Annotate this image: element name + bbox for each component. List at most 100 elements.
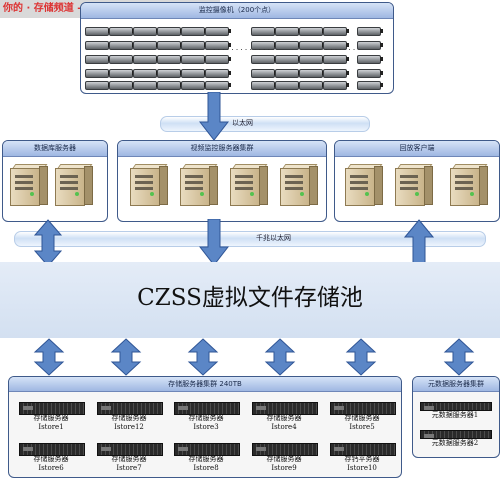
bidirectional-arrow	[187, 338, 219, 376]
camera-icon	[205, 41, 231, 50]
camera-group-title: 监控摄像机（200个点）	[81, 3, 393, 19]
arrow-db-to-pool	[33, 219, 63, 267]
storage-server-rack-icon	[330, 402, 396, 415]
camera-icon	[299, 27, 325, 36]
camera-icon	[181, 69, 207, 78]
camera-icon	[133, 69, 159, 78]
metadata-server-rack-icon	[420, 430, 492, 439]
camera-icon	[275, 27, 301, 36]
server-icon	[280, 164, 318, 206]
camera-icon	[251, 55, 277, 64]
camera-icon	[85, 55, 111, 64]
camera-icon	[357, 55, 383, 64]
camera-icon	[323, 55, 349, 64]
camera-icon	[323, 81, 349, 90]
storage-server-name: 存储服务器	[188, 455, 224, 463]
storage-server-rack-icon	[252, 443, 318, 456]
camera-ellipsis-2: ........	[321, 43, 358, 52]
camera-icon	[251, 81, 277, 90]
camera-group-box: 监控摄像机（200个点） .............. ........	[80, 2, 394, 94]
camera-icon	[133, 41, 159, 50]
server-icon	[395, 164, 433, 206]
server-icon	[130, 164, 168, 206]
storage-server-id: Istore9	[271, 464, 297, 472]
storage-server-rack-icon	[97, 443, 163, 456]
camera-icon	[205, 27, 231, 36]
camera-icon	[205, 69, 231, 78]
camera-icon	[275, 69, 301, 78]
storage-cluster-title: 存储服务器集群 240TB	[9, 377, 401, 392]
arrow-pool-to-playback	[404, 219, 434, 267]
camera-ellipsis: ..............	[213, 43, 277, 52]
camera-icon	[181, 81, 207, 90]
arrow-camera-to-video	[199, 92, 229, 141]
storage-server-id: Istore6	[38, 464, 64, 472]
ethernet-label: 以太网	[232, 119, 253, 127]
bidirectional-arrow	[345, 338, 377, 376]
camera-icon	[357, 69, 383, 78]
camera-icon	[133, 81, 159, 90]
camera-icon	[299, 41, 325, 50]
storage-pool	[0, 262, 500, 338]
storage-server-rack-icon	[330, 443, 396, 456]
storage-server-rack-icon	[97, 402, 163, 415]
camera-icon	[181, 41, 207, 50]
camera-icon	[157, 81, 183, 90]
camera-icon	[133, 55, 159, 64]
metadata-server-name: 元数据服务器1	[431, 411, 479, 419]
server-icon	[345, 164, 383, 206]
camera-icon	[85, 27, 111, 36]
storage-server-id: Istore7	[116, 464, 142, 472]
gigabit-label: 千兆以太网	[256, 234, 291, 242]
storage-pool-title: CZSS虚拟文件存储池	[137, 285, 363, 311]
database-servers-title: 数据库服务器	[3, 141, 107, 157]
camera-icon	[85, 69, 111, 78]
arrow-video-to-pool	[199, 219, 229, 266]
storage-server-id: Istore5	[349, 423, 375, 431]
camera-icon	[85, 41, 111, 50]
storage-server-id: Istore8	[193, 464, 219, 472]
storage-server-name: 存储服务器	[266, 414, 302, 422]
camera-icon	[357, 27, 383, 36]
camera-icon	[109, 55, 135, 64]
storage-server-name: 存储服务器	[188, 414, 224, 422]
bidirectional-arrow	[443, 338, 475, 376]
storage-server-rack-icon	[19, 443, 85, 456]
storage-server-rack-icon	[19, 402, 85, 415]
camera-icon	[133, 27, 159, 36]
camera-icon	[357, 41, 383, 50]
storage-server-name: 存储服务器	[111, 455, 147, 463]
playback-clients-title: 回放客户端	[335, 141, 499, 157]
camera-icon	[275, 81, 301, 90]
camera-icon	[323, 27, 349, 36]
storage-server-id: Istore12	[114, 423, 144, 431]
camera-icon	[157, 55, 183, 64]
camera-icon	[275, 55, 301, 64]
server-icon	[230, 164, 268, 206]
storage-server-rack-icon	[252, 402, 318, 415]
camera-icon	[357, 81, 383, 90]
camera-grid	[81, 19, 393, 91]
ethernet-cable	[160, 116, 370, 132]
camera-icon	[109, 27, 135, 36]
bidirectional-arrow	[264, 338, 296, 376]
metadata-server-name: 元数据服务器2	[431, 439, 479, 447]
camera-icon	[157, 69, 183, 78]
storage-server-id: Istore3	[193, 423, 219, 431]
camera-icon	[85, 81, 111, 90]
storage-server-rack-icon	[174, 402, 240, 415]
video-cluster-title: 视频监控服务器集群	[118, 141, 326, 157]
storage-cluster-box: 存储服务器集群 240TB	[8, 376, 402, 478]
bidirectional-arrow	[110, 338, 142, 376]
metadata-cluster-box: 元数据服务器集群	[412, 376, 500, 458]
storage-server-name: 存储服务器	[111, 414, 147, 422]
storage-server-name: 存储服务器	[33, 414, 69, 422]
camera-icon	[299, 81, 325, 90]
camera-icon	[109, 81, 135, 90]
server-icon	[55, 164, 93, 206]
camera-icon	[205, 55, 231, 64]
server-icon	[450, 164, 488, 206]
camera-icon	[181, 55, 207, 64]
camera-icon	[275, 41, 301, 50]
storage-server-id: Istore4	[271, 423, 297, 431]
